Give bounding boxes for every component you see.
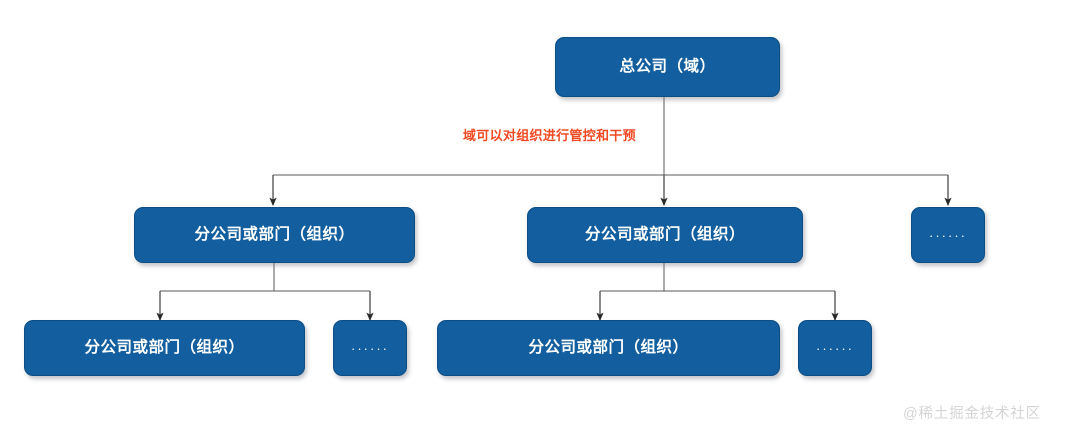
node-level3-ellipsis-1-label: ······ xyxy=(351,340,389,356)
node-level3-ellipsis-2-label: ······ xyxy=(816,340,854,356)
node-level2-ellipsis[interactable]: ······ xyxy=(911,207,985,263)
node-level2-ellipsis-label: ······ xyxy=(929,227,967,243)
annotation-domain-control: 域可以对组织进行管控和干预 xyxy=(463,128,636,143)
node-root-label: 总公司（域） xyxy=(619,58,716,76)
node-level2-org-2[interactable]: 分公司或部门（组织） xyxy=(527,207,803,263)
node-level2-org-1-label: 分公司或部门（组织） xyxy=(194,226,355,244)
node-level2-org-2-label: 分公司或部门（组织） xyxy=(584,226,745,244)
watermark-label: @稀土掘金技术社区 xyxy=(903,406,1041,422)
node-level2-org-1[interactable]: 分公司或部门（组织） xyxy=(134,207,415,263)
node-level3-org-1-label: 分公司或部门（组织） xyxy=(84,339,245,357)
node-level3-ellipsis-1[interactable]: ······ xyxy=(333,320,407,376)
node-level3-ellipsis-2[interactable]: ······ xyxy=(798,320,872,376)
node-level3-org-2[interactable]: 分公司或部门（组织） xyxy=(437,320,780,376)
node-root[interactable]: 总公司（域） xyxy=(555,37,780,97)
node-level3-org-2-label: 分公司或部门（组织） xyxy=(528,339,689,357)
node-level3-org-1[interactable]: 分公司或部门（组织） xyxy=(24,320,305,376)
